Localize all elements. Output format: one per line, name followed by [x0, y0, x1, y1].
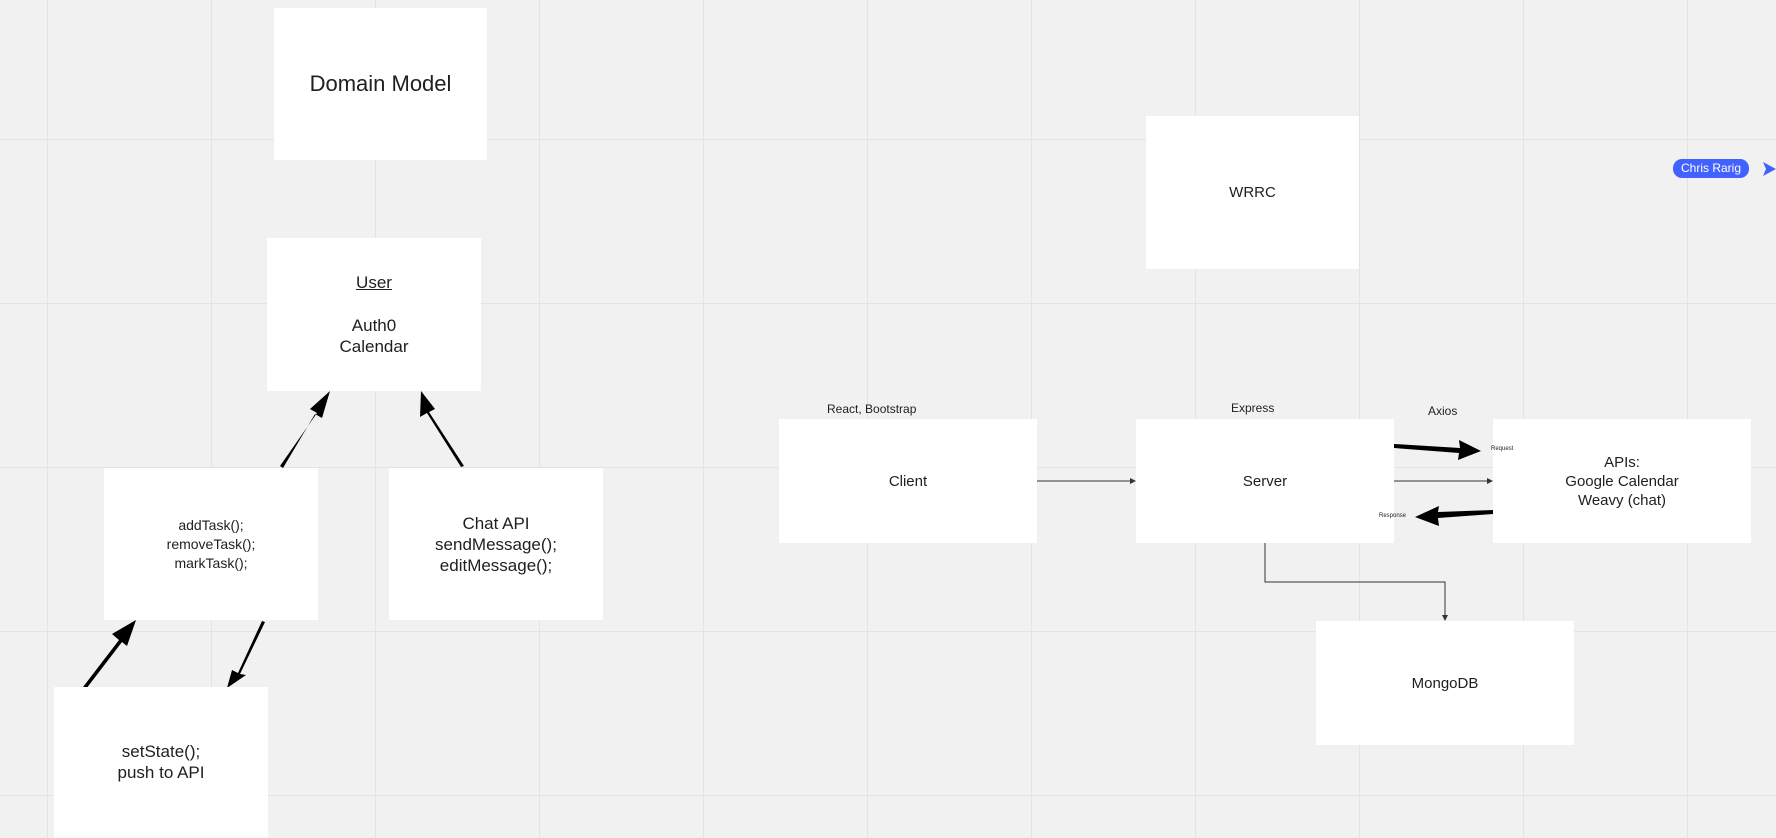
connector-server-mongodb[interactable]	[1264, 543, 1446, 616]
collaborator-cursor-icon	[1763, 162, 1776, 176]
arrowhead-client-server	[1130, 478, 1136, 484]
apis-line-title: APIs:	[1604, 453, 1640, 471]
state-line-setstate: setState();	[121, 742, 201, 761]
user-line-auth0: Auth0	[351, 316, 397, 335]
chat-line-title: Chat API	[462, 513, 530, 533]
arrow-response[interactable]	[1415, 506, 1493, 526]
arrowhead-server-apis	[1487, 478, 1493, 484]
arrow-tasks-to-state[interactable]	[227, 621, 265, 688]
user-title: User	[356, 273, 392, 292]
chat-line-send: sendMessage();	[435, 534, 557, 554]
domain-model-card[interactable]: Domain Model	[274, 8, 487, 160]
wrrc-card[interactable]: WRRC	[1146, 116, 1359, 269]
apis-line-weavy: Weavy (chat)	[1577, 491, 1667, 509]
chat-api-card[interactable]: Chat API sendMessage(); editMessage();	[389, 468, 603, 620]
arrow-request[interactable]	[1394, 440, 1481, 460]
tasks-line-add: addTask();	[178, 516, 244, 533]
apis-caption: Axios	[1428, 404, 1458, 418]
state-card[interactable]: setState(); push to API	[54, 687, 268, 838]
server-caption: Express	[1231, 401, 1275, 415]
apis-line-google: Google Calendar	[1565, 472, 1679, 490]
tasks-card[interactable]: addTask(); removeTask(); markTask();	[104, 468, 318, 620]
request-label: Request	[1491, 446, 1514, 452]
arrow-tasks-to-user[interactable]	[280, 391, 330, 468]
arrowhead-server-mongodb	[1442, 615, 1448, 621]
client-card[interactable]: Client	[779, 419, 1037, 543]
client-caption: React, Bootstrap	[827, 402, 917, 416]
user-line-calendar: Calendar	[339, 337, 409, 356]
collaborator-name-tag: Chris Rarig	[1673, 159, 1750, 178]
state-line-push: push to API	[117, 763, 205, 782]
arrow-state-to-tasks[interactable]	[83, 620, 136, 689]
apis-card[interactable]: APIs: Google Calendar Weavy (chat)	[1493, 419, 1751, 543]
arrow-chat-to-user[interactable]	[420, 391, 464, 467]
domain-model-title: Domain Model	[309, 71, 452, 96]
response-label: Response	[1379, 513, 1407, 519]
user-card[interactable]: User Auth0 Calendar	[267, 238, 481, 391]
client-title: Client	[888, 472, 928, 490]
chat-line-edit: editMessage();	[439, 555, 553, 575]
server-title: Server	[1242, 472, 1288, 490]
tasks-line-mark: markTask();	[174, 554, 248, 571]
mongodb-card[interactable]: MongoDB	[1316, 621, 1574, 745]
mongodb-title: MongoDB	[1411, 674, 1479, 692]
tasks-line-remove: removeTask();	[166, 535, 256, 552]
wrrc-title: WRRC	[1229, 184, 1276, 201]
server-card[interactable]: Server	[1136, 419, 1394, 543]
